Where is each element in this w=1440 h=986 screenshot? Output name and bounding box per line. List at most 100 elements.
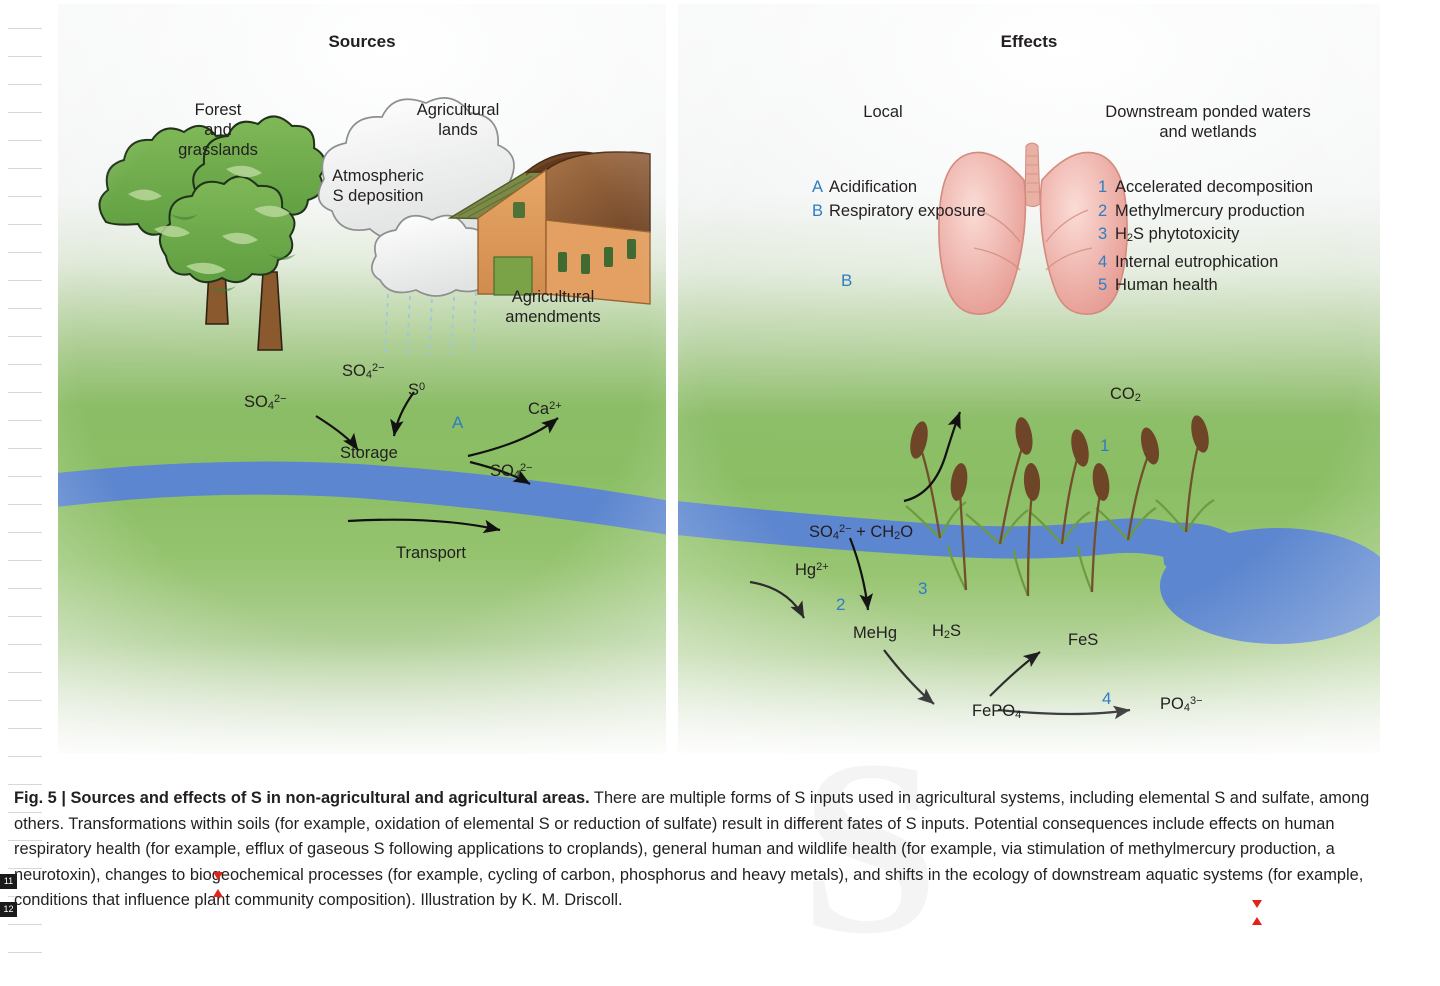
ruler-tick [8, 952, 42, 953]
chem-hg2: Hg2+ [795, 561, 829, 579]
ruler-tick [8, 168, 42, 169]
ruler-tick [8, 392, 42, 393]
chem-so4-out: SO42− [490, 462, 533, 481]
ruler-tick [8, 784, 42, 785]
line-number-12: 12 [0, 902, 17, 917]
ruler-tick [8, 840, 42, 841]
chem-co2: CO2 [1110, 385, 1141, 404]
chem-so4-top: SO42− [342, 362, 385, 381]
ruler-tick [8, 728, 42, 729]
proof-caret-4 [1252, 917, 1262, 925]
chem-h2s: H2S [932, 622, 962, 641]
downstream-key-label: Accelerated decomposition [1115, 178, 1314, 196]
ruler-tick [8, 308, 42, 309]
marker-4: 4 [1102, 689, 1112, 708]
sources-title: Sources [328, 32, 396, 51]
chem-so4-left: SO42− [244, 393, 287, 412]
downstream-key-item: 3 H2S phytotoxicity [1098, 223, 1313, 251]
ruler-tick [8, 364, 42, 365]
downstream-key-id: 4 [1098, 252, 1108, 271]
chem-storage: Storage [340, 444, 398, 462]
figure-caption: Fig. 5 | Sources and effects of S in non… [14, 786, 1414, 914]
chem-mehg: MeHg [853, 624, 898, 642]
figure-page: 11 12 [0, 0, 1414, 973]
downstream-key-label: Human health [1115, 276, 1218, 294]
local-key-id: A [812, 178, 824, 196]
chem-ca2: Ca2+ [528, 400, 562, 418]
ruler-tick [8, 476, 42, 477]
chem-fepo4: FePO4 [972, 702, 1022, 721]
ruler-tick [8, 140, 42, 141]
ruler-tick [8, 588, 42, 589]
line-ruler [0, 0, 58, 965]
ruler-tick [8, 28, 42, 29]
downstream-key-id: 3 [1098, 225, 1108, 243]
downstream-key-label: Methylmercury production [1115, 201, 1305, 220]
ruler-tick [8, 616, 42, 617]
local-key-item: A Acidification [812, 176, 986, 200]
ruler-tick [8, 196, 42, 197]
line-number-11: 11 [0, 874, 17, 889]
caption-bold-title: Sources and effects of S in non-agricult… [70, 789, 590, 807]
caption-body: There are multiple forms of S inputs use… [14, 789, 1370, 910]
ruler-tick [8, 56, 42, 57]
local-key-label: Acidification [829, 178, 918, 196]
ruler-tick [8, 924, 42, 925]
ruler-tick [8, 448, 42, 449]
downstream-key-label: Internal eutrophication [1115, 252, 1279, 271]
downstream-key-id: 1 [1098, 178, 1108, 196]
downstream-key-item: 4 Internal eutrophication [1098, 251, 1313, 275]
ruler-tick [8, 700, 42, 701]
ruler-tick [8, 896, 42, 897]
local-key-item: B Respiratory exposure [812, 200, 986, 224]
downstream-key-item: 1 Accelerated decomposition [1098, 176, 1313, 200]
ruler-tick [8, 560, 42, 561]
proof-caret-3 [1252, 900, 1262, 908]
ruler-tick [8, 504, 42, 505]
proof-caret-2 [213, 889, 223, 897]
downstream-key-item: 5 Human health [1098, 274, 1313, 298]
chem-so4-ch2o: SO42− + CH2O [809, 523, 914, 542]
ruler-tick [8, 812, 42, 813]
ruler-tick [8, 336, 42, 337]
ruler-tick [8, 112, 42, 113]
caption-figure-number: Fig. 5 | [14, 789, 71, 807]
chem-po4: PO43− [1160, 695, 1203, 714]
ruler-tick [8, 672, 42, 673]
header-local: Local [863, 103, 903, 121]
local-key-id: B [812, 201, 824, 220]
marker-a: A [452, 413, 464, 432]
river-band-right [678, 501, 1218, 576]
proof-caret-1 [213, 872, 223, 880]
marker-1: 1 [1100, 436, 1110, 455]
ruler-tick [8, 224, 42, 225]
ruler-tick [8, 756, 42, 757]
ruler-tick [8, 280, 42, 281]
local-key-label: Respiratory exposure [829, 201, 986, 220]
ruler-tick [8, 644, 42, 645]
ruler-tick [8, 868, 42, 869]
chem-transport: Transport [396, 544, 466, 562]
downstream-key-label: H2S phytotoxicity [1115, 225, 1240, 244]
marker-2: 2 [836, 595, 846, 614]
marker-3: 3 [918, 579, 928, 598]
downstream-key-id: 5 [1098, 276, 1108, 294]
chem-fes: FeS [1068, 631, 1099, 649]
marker-b-lung: B [841, 271, 853, 290]
ruler-tick [8, 420, 42, 421]
ruler-tick [8, 532, 42, 533]
ruler-tick [8, 252, 42, 253]
effects-title: Effects [1000, 32, 1058, 51]
river-band [58, 461, 666, 535]
ruler-tick [8, 84, 42, 85]
